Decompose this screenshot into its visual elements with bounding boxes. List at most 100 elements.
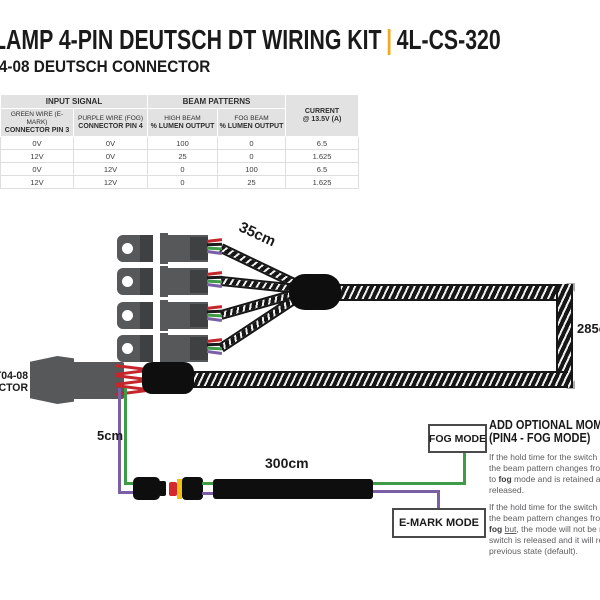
switch-connector-plug <box>182 477 203 500</box>
cell: 0V <box>0 162 74 176</box>
wire-black <box>206 275 223 279</box>
note-line: released. <box>489 485 524 495</box>
table-header-green-wire: GREEN WIRE (E-MARK)CONNECTOR PIN 3 <box>0 108 74 137</box>
beam-pattern-table: INPUT SIGNAL BEAM PATTERNS CURRENT @ 13.… <box>0 94 359 189</box>
main-cable-right-run <box>556 284 573 388</box>
cell: 25 <box>147 149 218 163</box>
dt-connector-label-line1: DT04-08 <box>0 370 28 382</box>
cell: 12V <box>73 175 148 189</box>
page-subtitle: DT04-08 DEUTSCH CONNECTOR <box>0 57 211 76</box>
note-line: the beam pattern changes from <box>489 463 600 473</box>
wire-black <box>206 242 223 246</box>
cell: 25 <box>217 175 286 189</box>
wire-purple <box>206 349 223 355</box>
table-group-header-beam-patterns: BEAM PATTERNS <box>147 94 286 109</box>
note-line: fog but, the mode will not be re <box>489 524 600 535</box>
switch-connector-socket <box>133 477 160 500</box>
dt-connector-wedge <box>30 356 74 404</box>
note-heading-line1: ADD OPTIONAL MOMENTARY SWITCH <box>489 418 600 432</box>
lamp-connector-tab-insert-1 <box>140 235 153 262</box>
wire-purple <box>437 490 440 509</box>
lamp-plug-flange-1 <box>160 233 168 264</box>
wire-green <box>373 482 466 485</box>
purple-wire-line2: CONNECTOR PIN 4 <box>78 122 143 130</box>
green-wire-line1: GREEN WIRE (E-MARK) <box>10 110 64 126</box>
wire-red <box>206 271 223 276</box>
drop-length-label: 5cm <box>97 428 124 443</box>
lamp-plug-flange-4 <box>160 333 168 364</box>
lamp-plug-insert-2 <box>190 270 208 293</box>
dt-connector-label: DT04-08 CONNECTOR <box>0 370 28 394</box>
cell: 0 <box>217 136 286 150</box>
switch-cable <box>213 479 373 499</box>
main-cable-top-run <box>330 284 570 301</box>
cell: 0V <box>73 149 148 163</box>
cell: 0V <box>73 136 148 150</box>
cell: 0 <box>147 162 218 176</box>
mounting-hole-3 <box>122 310 133 321</box>
cell: 0 <box>147 175 218 189</box>
cell: 6.5 <box>285 136 359 150</box>
lamp-plug-flange-2 <box>160 266 168 297</box>
wire-black <box>206 342 223 346</box>
note-text: mode and is retained aft <box>511 474 600 484</box>
note-line: the beam pattern changes from <box>489 513 600 523</box>
cell: 1.625 <box>285 149 359 163</box>
note-text-underline: but <box>504 524 517 534</box>
connector-red-seal <box>169 482 177 496</box>
dt-connector-body <box>72 362 124 399</box>
note-line: previous state (default). <box>489 546 578 556</box>
cell: 100 <box>217 162 286 176</box>
note-line: to fog mode and is retained aft <box>489 474 600 485</box>
note-line: If the hold time for the switch is <box>489 452 600 462</box>
current-header-line1: CURRENT <box>304 107 340 115</box>
title-text: LAMP 4-PIN DEUTSCH DT WIRING KIT <box>0 24 382 55</box>
lamp-plug-insert-4 <box>190 337 208 360</box>
table-header-high-beam: HIGH BEAM% LUMEN OUTPUT <box>147 108 218 137</box>
fog-mode-box: FOG MODE <box>428 424 487 453</box>
lamp-connector-tab-insert-3 <box>140 302 153 329</box>
current-header-line2: @ 13.5V (A) <box>302 115 342 123</box>
note-text: , the mode will not be re <box>516 524 600 534</box>
mounting-hole-2 <box>122 276 133 287</box>
main-length-label: 285cm <box>577 321 600 336</box>
table-header-fog-beam: FOG BEAM% LUMEN OUTPUT <box>217 108 286 137</box>
wire-black <box>206 309 223 313</box>
main-cable-bottom-run <box>192 371 568 388</box>
table-header-purple-wire: PURPLE WIRE (FOG)CONNECTOR PIN 4 <box>73 108 148 137</box>
wire-green <box>124 388 127 485</box>
purple-wire-line1: PURPLE WIRE (FOG) <box>77 114 143 122</box>
cell: 0 <box>217 149 286 163</box>
wire-purple <box>206 316 223 322</box>
pigtail-length-label: 35cm <box>236 218 279 251</box>
mounting-hole-1 <box>122 243 133 254</box>
lamp-plug-insert-1 <box>190 237 208 260</box>
lamp-connector-tab-insert-4 <box>140 335 153 362</box>
note-heading-line2: (PIN4 - FOG MODE) <box>489 431 591 445</box>
title-separator: | <box>386 24 393 55</box>
lamp-plug-insert-3 <box>190 304 208 327</box>
note-text: to <box>489 474 499 484</box>
cell: 12V <box>73 162 148 176</box>
cell: 12V <box>0 175 74 189</box>
wire-purple <box>373 490 440 493</box>
wire-green <box>463 449 466 485</box>
wire-purple <box>118 491 136 494</box>
note-line: If the hold time for the switch is <box>489 502 600 512</box>
emark-mode-box: E-MARK MODE <box>392 508 486 538</box>
green-wire-line2: CONNECTOR PIN 3 <box>4 126 70 134</box>
title-sku: 4L-CS-320 <box>396 24 501 55</box>
wire-red <box>206 238 223 243</box>
dt-connector-label-line2: CONNECTOR <box>0 382 28 394</box>
wire-green <box>202 482 214 485</box>
high-beam-line1: HIGH BEAM <box>164 114 201 122</box>
connector-yellow-ring <box>177 479 182 499</box>
table-header-current: CURRENT @ 13.5V (A) <box>285 94 359 137</box>
cell: 100 <box>147 136 218 150</box>
wire-purple <box>202 492 214 495</box>
